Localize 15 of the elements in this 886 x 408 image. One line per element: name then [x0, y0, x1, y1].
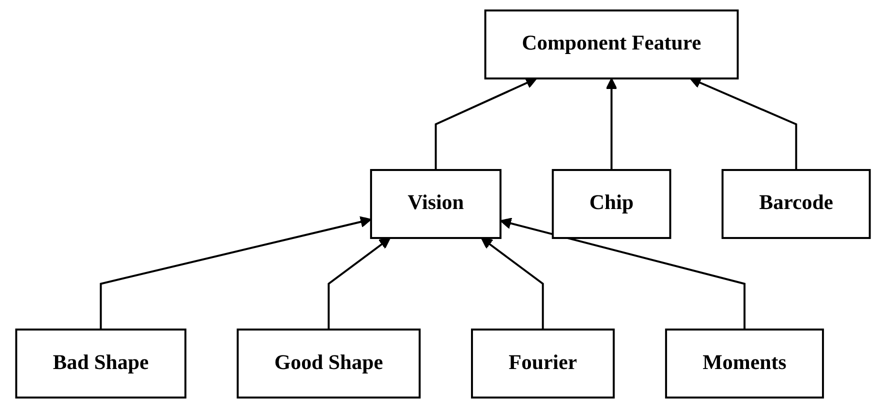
class-box: Chip	[552, 169, 672, 239]
inheritance-arrow	[480, 237, 544, 330]
class-box: Bad Shape	[15, 328, 186, 399]
inheritance-arrow	[500, 218, 746, 330]
inheritance-arrow	[328, 237, 391, 330]
class-box: Fourier	[471, 328, 615, 399]
inheritance-arrow	[606, 78, 618, 170]
inheritance-arrow	[690, 77, 798, 170]
class-box: Component Feature	[484, 9, 739, 80]
class-box: Moments	[665, 328, 824, 399]
class-box: Good Shape	[236, 328, 421, 399]
inheritance-arrow	[434, 78, 538, 170]
class-box: Vision	[370, 169, 502, 239]
inheritance-arrow	[100, 216, 372, 330]
class-box: Barcode	[722, 169, 871, 239]
